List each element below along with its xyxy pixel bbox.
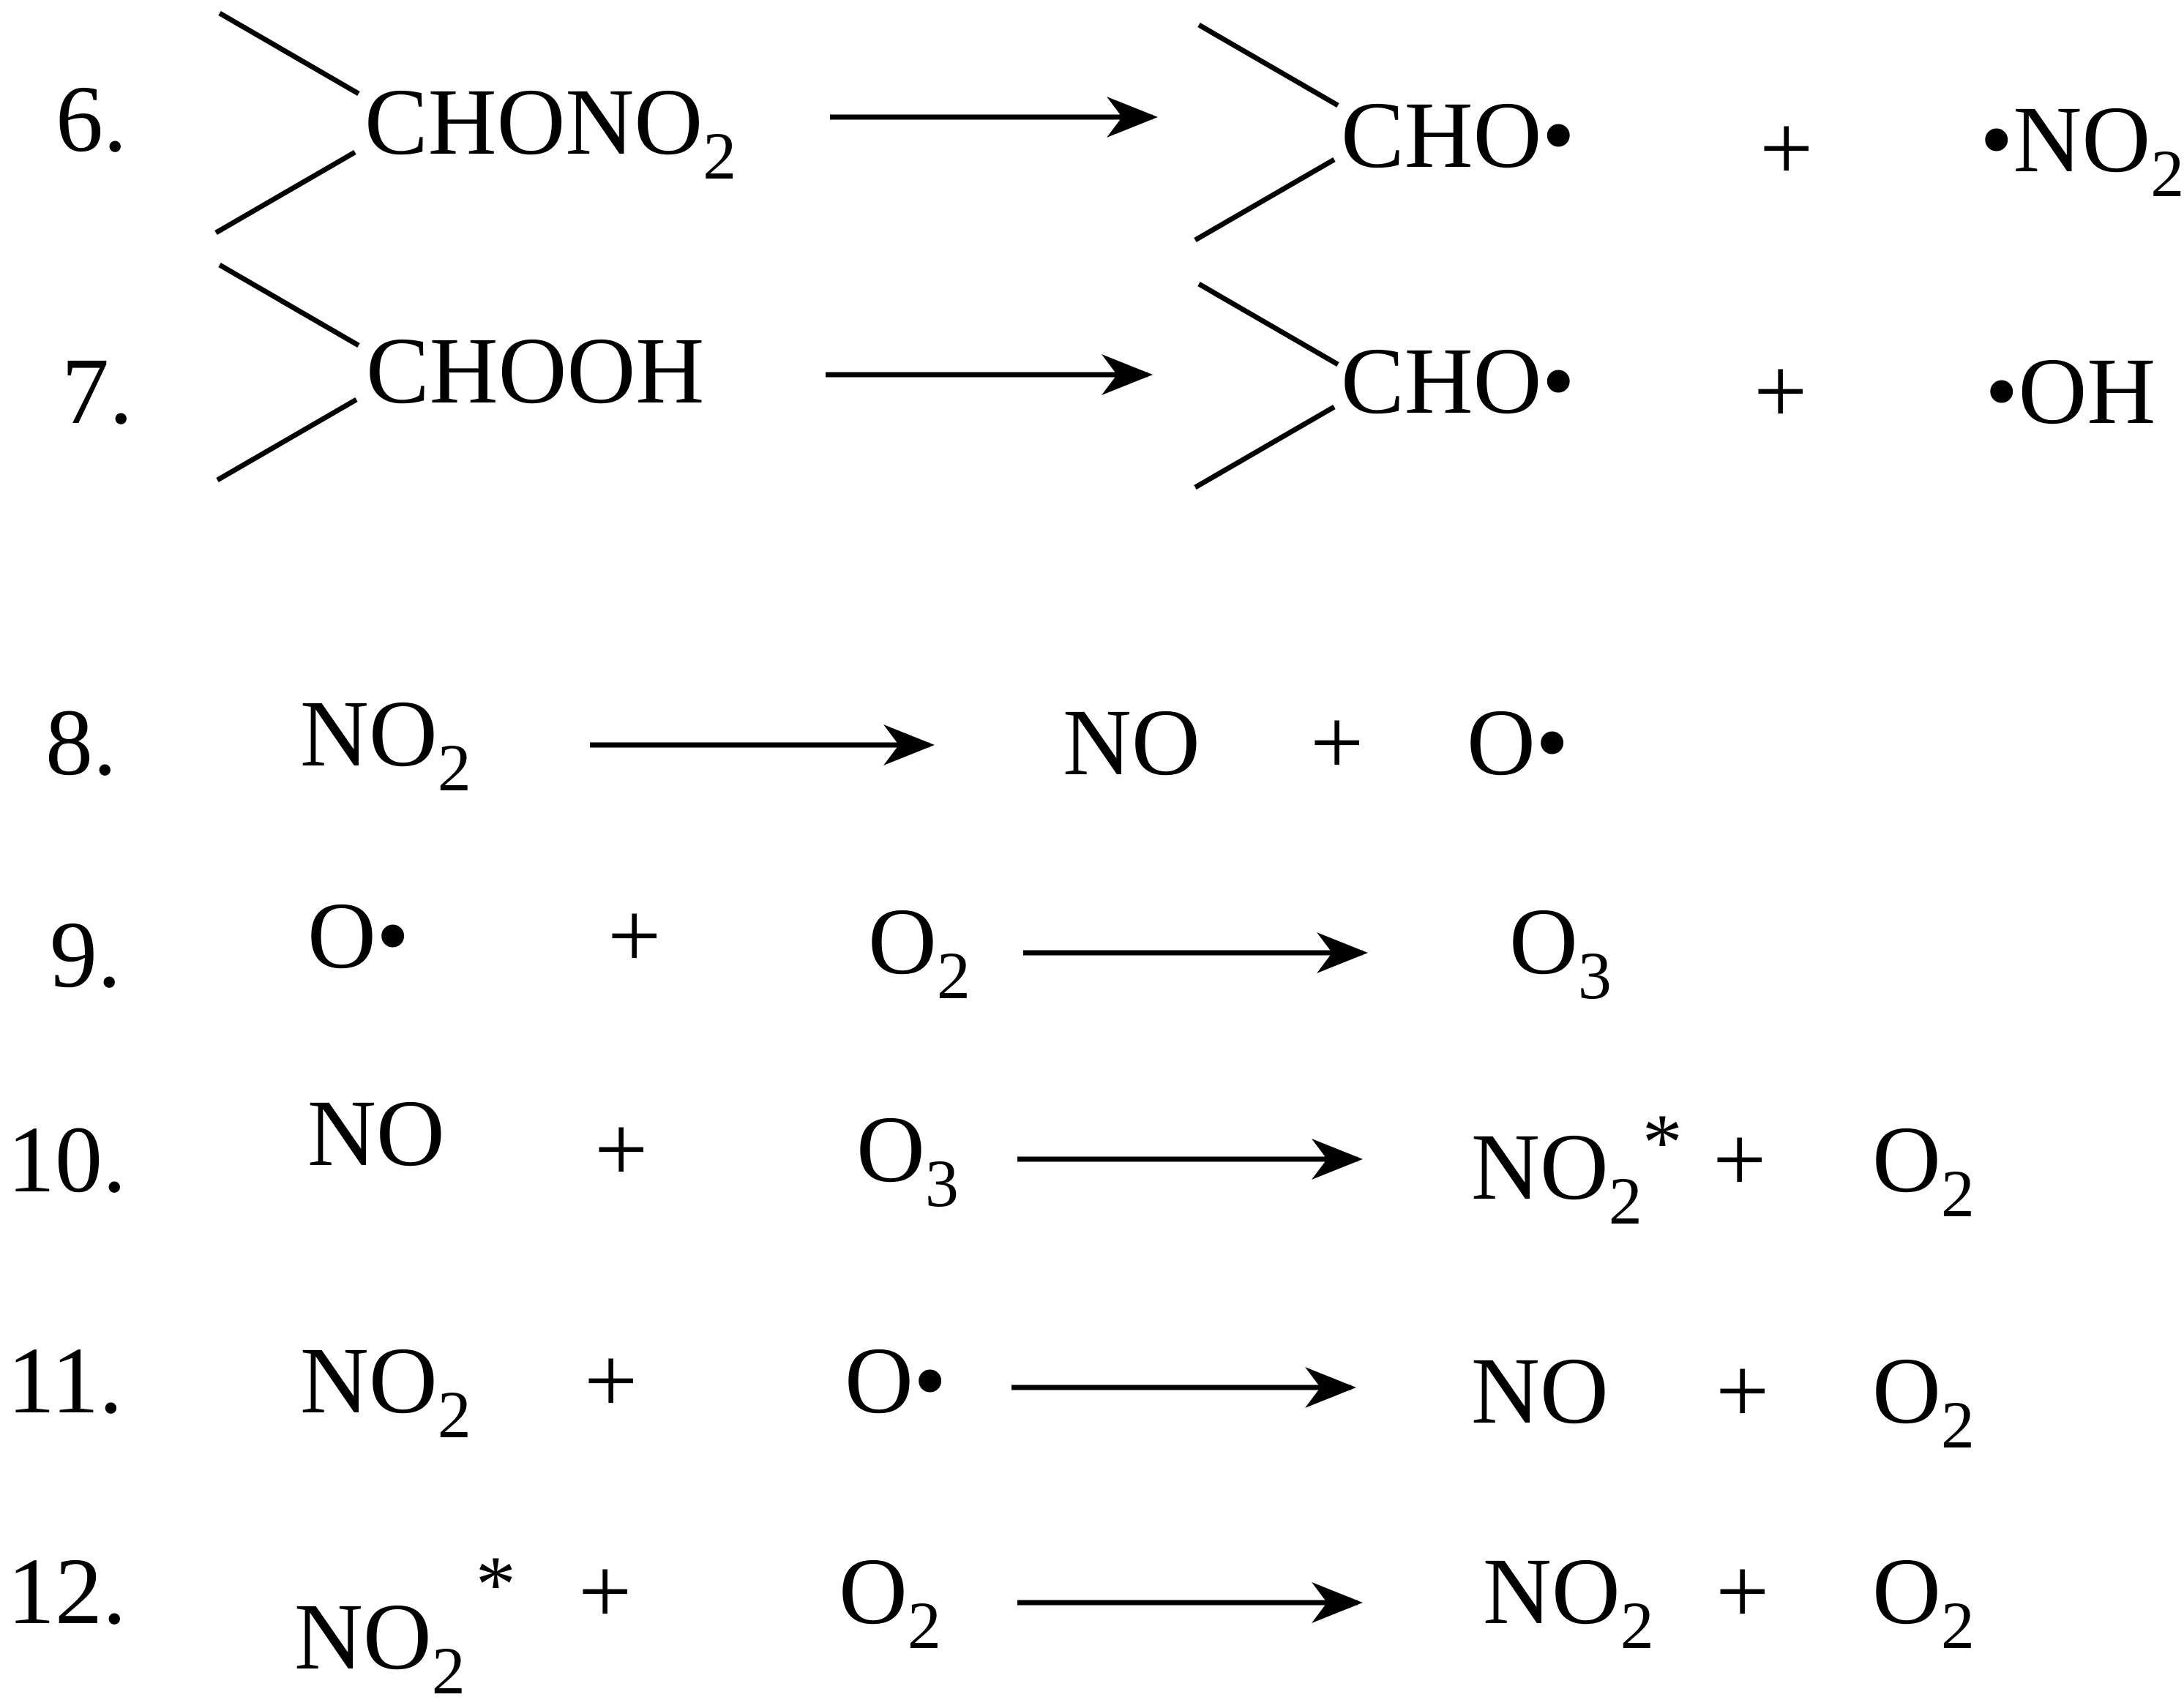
reactant-formula: NO2 (300, 686, 471, 801)
formula-main: NO (300, 681, 438, 787)
bond-line (1194, 404, 1336, 490)
formula-subscript: 2 (907, 1588, 941, 1663)
reaction-number: 9. (50, 902, 121, 1008)
radical-dot: • (375, 883, 410, 989)
formula-main: O (1467, 690, 1536, 795)
reaction-number: 12. (7, 1539, 127, 1644)
excited-state-asterisk: * (1642, 1098, 1683, 1187)
reactant-formula: O• (307, 888, 409, 984)
formula-subscript: 2 (437, 1377, 471, 1452)
radical-dot: • (913, 1328, 947, 1434)
product-formula: NO (1063, 695, 1200, 790)
plus-sign: + (1713, 1107, 1767, 1213)
formula-main: NO (300, 1328, 438, 1434)
reactant-formula: NO2 (300, 1333, 471, 1448)
radical-dot: • (1980, 87, 2013, 192)
formula-main: OH (2018, 339, 2156, 444)
formula-subscript: 2 (1620, 1588, 1654, 1663)
excited-state-asterisk: * (475, 1540, 516, 1629)
reaction-scheme: { "colors": { "ink": "#000000", "backgro… (7, 10, 2184, 1704)
formula-main: NO (1471, 1115, 1609, 1220)
product-formula: O2 (1872, 1112, 1975, 1227)
bond-line (1197, 22, 1339, 108)
formula-main: O (856, 1097, 925, 1202)
formula-main: NO (294, 1584, 432, 1690)
reactant-formula: O2 (839, 1544, 941, 1659)
bond-line (216, 397, 358, 483)
formula-subscript: 2 (1940, 1588, 1975, 1663)
formula-subscript: 2 (1940, 1387, 1975, 1462)
reactant-formula: O2 (868, 894, 971, 1009)
formula-subscript: 3 (1577, 938, 1612, 1013)
radical-dot: • (1535, 690, 1569, 795)
reaction-number: 8. (45, 690, 117, 795)
product-formula: O2 (1872, 1544, 1975, 1659)
product-formula: •OH (1985, 344, 2155, 439)
formula-main: O (845, 1328, 913, 1434)
reactant-formula: CHOOH (366, 323, 704, 419)
formula-main: CHOOH (366, 318, 705, 424)
bond-line (218, 262, 360, 348)
plus-sign: + (1716, 1539, 1770, 1644)
plus-sign: + (584, 1328, 638, 1434)
formula-main: NO (1063, 690, 1200, 795)
reactant-formula: CHONO2 (364, 75, 736, 190)
plus-sign: + (578, 1539, 632, 1644)
reaction-number: 11. (7, 1328, 123, 1434)
bond-line (1197, 281, 1339, 367)
reactant-formula: O3 (856, 1102, 959, 1217)
formula-subscript: 2 (1940, 1156, 1975, 1231)
formula-subscript: 2 (2150, 136, 2184, 211)
plus-sign: + (1754, 339, 1808, 444)
bond-line (218, 10, 360, 97)
product-formula: O2 (1872, 1344, 1975, 1458)
reactant-formula: O• (845, 1333, 946, 1428)
formula-main: CHONO (364, 70, 703, 175)
reaction-number: 7. (61, 339, 133, 444)
reaction-number: 10. (7, 1107, 127, 1213)
bonds-and-arrows (214, 10, 1368, 1623)
formula-main: NO (1471, 1338, 1609, 1444)
radical-dot: • (1985, 339, 2019, 444)
formula-main: O (1872, 1539, 1941, 1644)
formula-main: NO (307, 1081, 445, 1186)
formula-main: O (307, 883, 376, 989)
reactant-formula: NO (307, 1086, 445, 1181)
bond-line (214, 149, 356, 236)
formula-main: CHO (1341, 329, 1542, 434)
product-formula: O3 (1509, 894, 1612, 1009)
formula-subscript: 2 (437, 730, 471, 805)
formula-subscript: 2 (1608, 1164, 1642, 1238)
plus-sign: + (1716, 1338, 1770, 1444)
formula-main: O (1872, 1338, 1941, 1444)
formula-main: CHO (1341, 83, 1542, 188)
formula-main: NO (1483, 1539, 1620, 1644)
plus-sign: + (1310, 690, 1364, 795)
plus-sign: + (594, 1097, 648, 1202)
formula-main: O (1872, 1107, 1941, 1213)
plus-sign: + (1759, 96, 1814, 201)
plus-sign: + (607, 883, 662, 989)
product-formula: O• (1467, 695, 1568, 790)
reactant-formula: NO2* (294, 1544, 516, 1704)
product-formula: NO2 (1483, 1544, 1654, 1659)
product-formula: CHO• (1341, 88, 1575, 183)
radical-dot: • (1541, 83, 1575, 188)
reaction-number: 6. (56, 67, 127, 172)
bond-line (1194, 157, 1336, 243)
formula-main: O (1509, 889, 1578, 995)
formula-main: O (839, 1539, 908, 1644)
product-formula: NO2* (1471, 1102, 1683, 1235)
formula-subscript: 2 (936, 938, 971, 1013)
formula-main: NO (2013, 87, 2151, 192)
product-formula: CHO• (1341, 334, 1575, 429)
formula-subscript: 2 (431, 1633, 465, 1708)
formula-subscript: 2 (703, 119, 737, 193)
product-formula: •NO2 (1980, 92, 2184, 207)
radical-dot: • (1541, 329, 1575, 434)
formula-main: O (868, 889, 937, 995)
formula-subscript: 3 (924, 1146, 959, 1221)
product-formula: NO (1471, 1344, 1609, 1439)
